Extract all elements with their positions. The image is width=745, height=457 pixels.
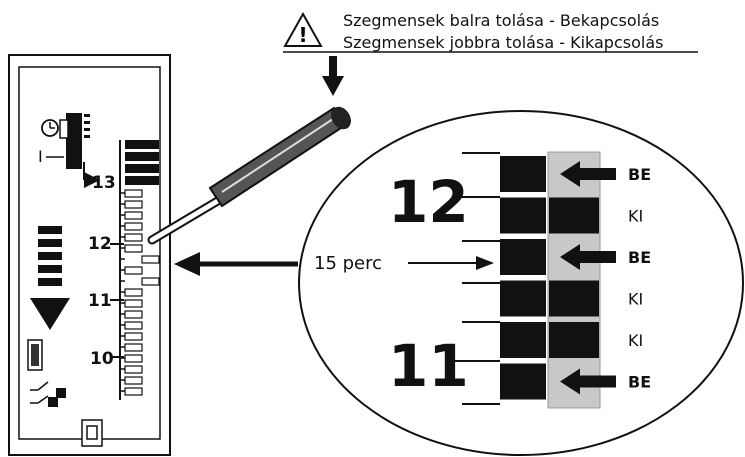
mode-selector-switch[interactable]	[59, 113, 90, 169]
screwdriver-icon	[147, 106, 351, 245]
push-left-arrow-icon	[560, 368, 616, 395]
ring-segment[interactable]	[141, 255, 160, 264]
timer-device: I 13 12 11 10	[8, 54, 171, 456]
ring-segment[interactable]	[124, 354, 143, 363]
ring-segment[interactable]	[124, 233, 143, 242]
ring-segment[interactable]	[124, 189, 143, 198]
ring-segment[interactable]	[124, 211, 143, 220]
ring-segment[interactable]	[124, 321, 143, 330]
bottom-connector-icon	[81, 419, 103, 447]
warning-block: ! Szegmensek balra tolása - Bekapcsolás …	[283, 11, 698, 96]
zoom-view: BE KI BE KI KI BE 12 11 15 perc	[298, 110, 744, 456]
push-left-arrow-icon	[560, 244, 616, 270]
ring-segment[interactable]	[141, 277, 160, 286]
ring-segment[interactable]	[124, 244, 143, 253]
scale-label-10: 10	[90, 349, 114, 369]
scale-label-13: 13	[92, 173, 116, 193]
zoom-segment-2: KI	[500, 197, 643, 234]
rotation-direction-icon	[30, 226, 70, 330]
ring-segment[interactable]	[125, 140, 159, 149]
on-column	[547, 151, 601, 409]
ring-segments	[120, 140, 160, 396]
hour-label-11: 11	[388, 332, 469, 400]
ring-segment[interactable]	[124, 376, 143, 385]
manual-switch[interactable]	[27, 339, 43, 371]
ring-segment[interactable]	[124, 288, 143, 297]
warning-text-off: Szegmensek jobbra tolása - Kikapcsolás	[343, 33, 663, 52]
interval-arrow-icon	[408, 256, 494, 270]
clock-icon	[41, 119, 59, 137]
ring-segment[interactable]	[125, 164, 159, 173]
segment-state-label: KI	[628, 207, 643, 226]
ring-segment[interactable]	[124, 299, 143, 308]
zoom-segment-4: KI	[500, 280, 643, 317]
ring-segment[interactable]	[124, 343, 143, 352]
interval-label: 15 perc	[314, 253, 382, 274]
ring-segment[interactable]	[124, 200, 143, 209]
ring-segment[interactable]	[124, 387, 143, 396]
ring-segment[interactable]	[124, 332, 143, 341]
ring-segment[interactable]	[125, 152, 159, 161]
hour-label-12: 12	[388, 168, 469, 236]
zoom-segment-3: BE	[500, 239, 651, 275]
ring-segment[interactable]	[125, 176, 159, 185]
current-time-pointer-icon	[83, 162, 100, 188]
on-symbol-label: I	[38, 147, 43, 166]
ring-segment[interactable]	[124, 222, 143, 231]
segment-state-label: KI	[628, 331, 643, 350]
push-left-arrow-icon	[560, 161, 616, 187]
zoom-link-arrow-icon	[174, 252, 298, 276]
segment-state-label: BE	[628, 373, 651, 392]
ring-segment[interactable]	[124, 266, 143, 275]
segment-state-label: KI	[628, 290, 643, 309]
contact-symbol-icon	[30, 381, 66, 407]
zoom-segment-1: BE	[500, 156, 651, 192]
down-arrow-icon	[322, 56, 344, 96]
segment-state-label: BE	[628, 165, 651, 184]
zoom-segment-5: KI	[500, 322, 643, 358]
zoom-segment-6: BE	[500, 363, 651, 400]
warning-text-on: Szegmensek balra tolása - Bekapcsolás	[343, 11, 659, 30]
warning-triangle-icon: !	[283, 11, 323, 47]
zoom-segments: BE KI BE KI KI BE	[500, 156, 651, 400]
scale-label-11: 11	[88, 291, 112, 311]
svg-text:!: !	[298, 23, 307, 47]
ring-segment[interactable]	[124, 365, 143, 374]
scale-label-12: 12	[88, 234, 112, 254]
ring-segment[interactable]	[124, 310, 143, 319]
segment-state-label: BE	[628, 248, 651, 267]
